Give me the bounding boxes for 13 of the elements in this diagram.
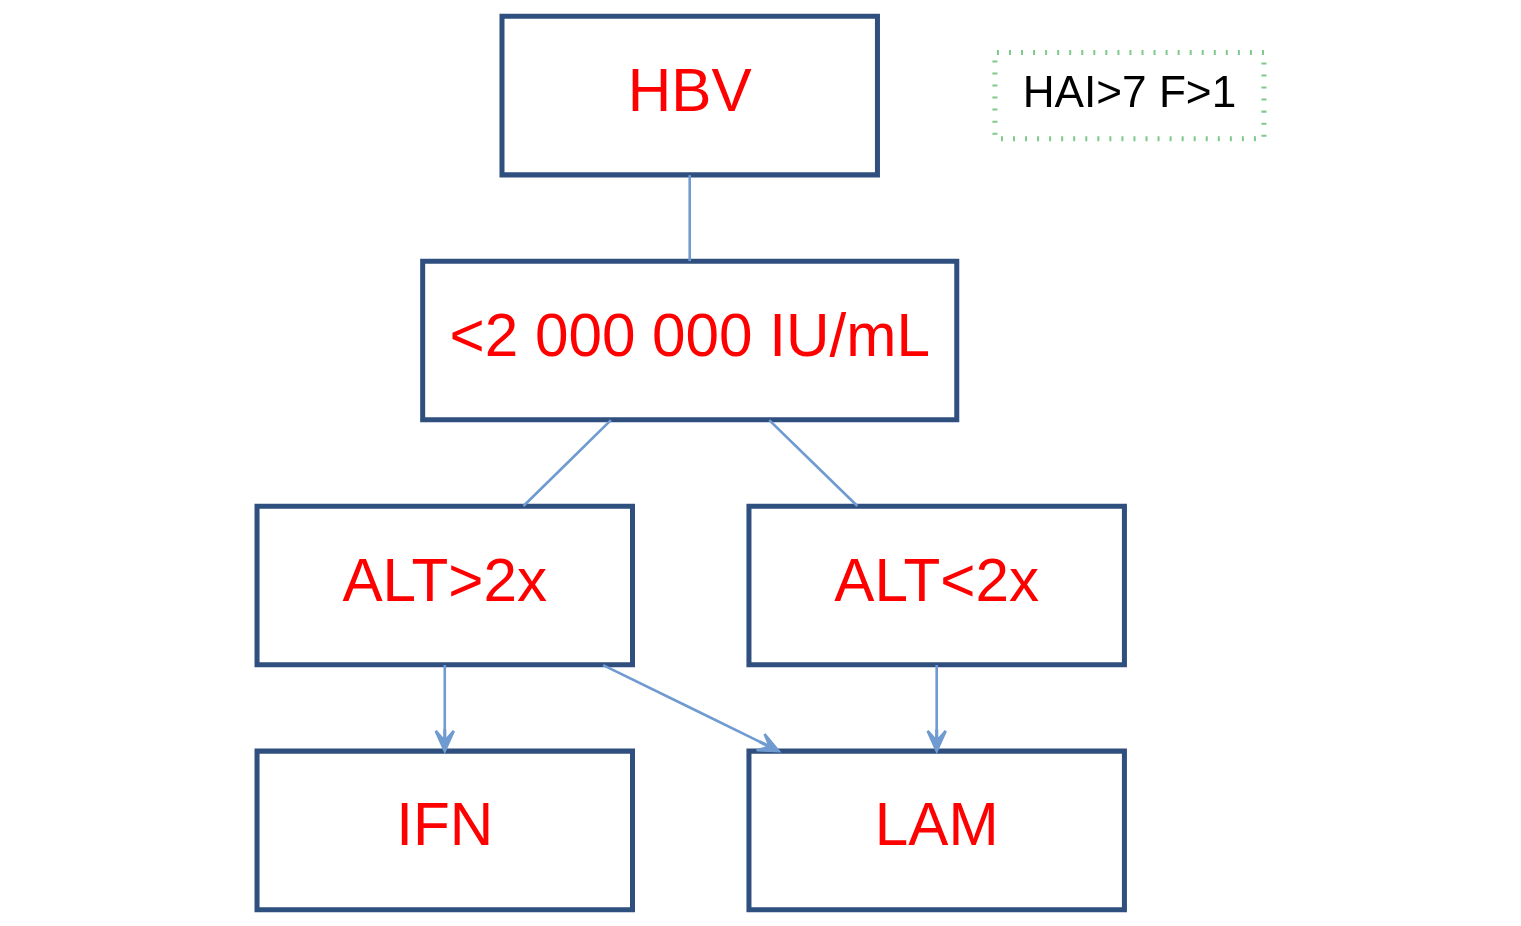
node-box: ALT<2x <box>746 503 1127 668</box>
node-box: LAM <box>746 748 1127 913</box>
node-box: IFN <box>254 748 635 913</box>
node-box: HAI>7 F>1 <box>992 49 1267 142</box>
arrow <box>926 665 948 753</box>
connector <box>768 419 859 507</box>
node-box: HBV <box>499 13 880 178</box>
arrow <box>602 663 780 753</box>
arrow <box>434 665 456 753</box>
connector <box>522 419 612 507</box>
connector <box>688 175 692 262</box>
node-box: ALT>2x <box>254 503 635 668</box>
node-box: <2 000 000 IU/mL <box>420 258 960 423</box>
